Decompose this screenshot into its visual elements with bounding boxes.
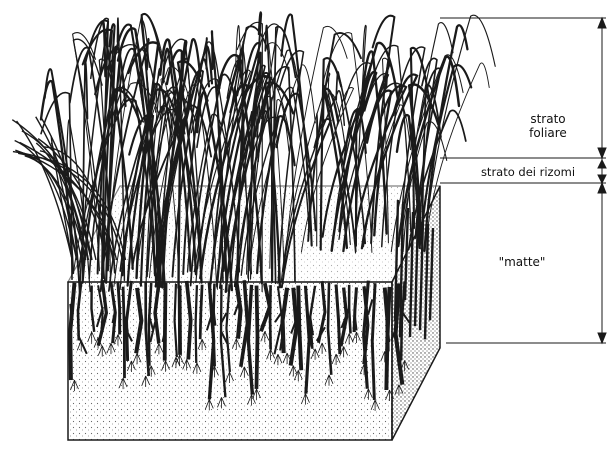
rhizome <box>213 284 215 367</box>
layer-scale <box>440 18 606 343</box>
rhizome <box>165 283 166 361</box>
leaf-layer-label-line2: foliare <box>492 126 604 140</box>
leaf-layer-label-line1: strato <box>492 112 604 126</box>
leaf-layer-label: strato foliare <box>492 112 604 140</box>
rhizome-branch <box>70 304 71 316</box>
rhizome <box>270 285 271 349</box>
rhizome <box>256 286 257 389</box>
rhizome-branch <box>364 331 365 348</box>
rhizome-layer-label: strato dei rizomi <box>444 165 612 179</box>
matte-layer-label: "matte" <box>462 255 582 269</box>
rhizome <box>118 282 120 334</box>
rhizome <box>123 287 124 378</box>
